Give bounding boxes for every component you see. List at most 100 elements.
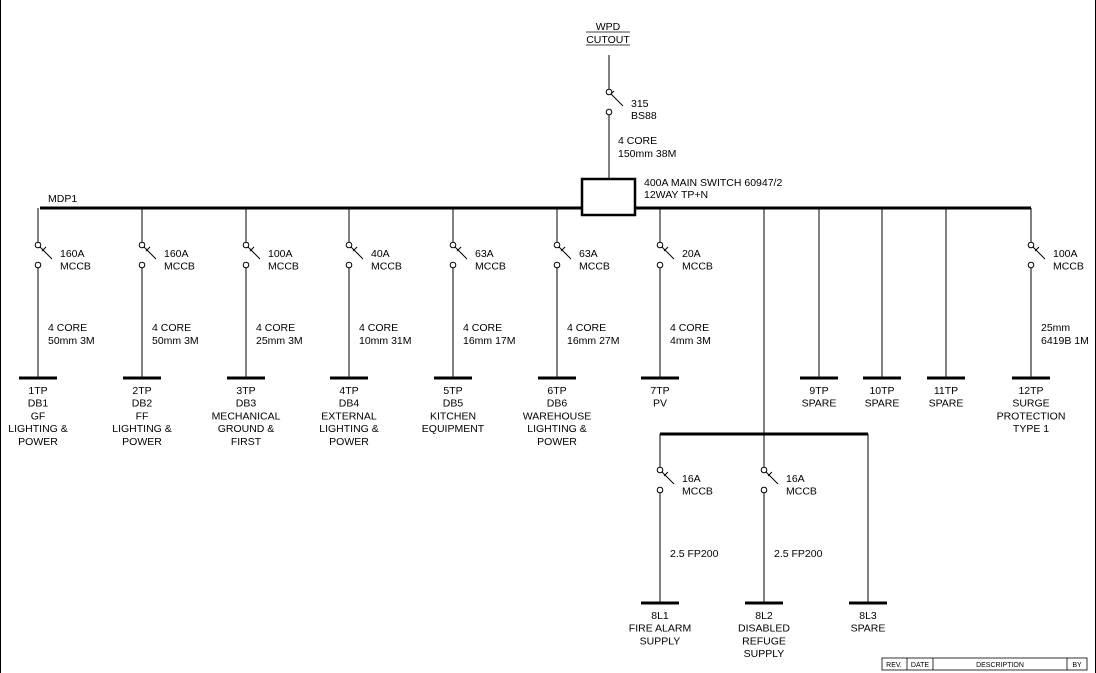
breaker-blade — [1032, 246, 1046, 260]
board-label-text: DB5 — [443, 398, 464, 410]
rev-header: REV. — [886, 662, 902, 669]
cable-spec-text: 16mm 27M — [567, 335, 620, 347]
breaker-contact-top — [34, 241, 42, 249]
cable-spec-text: 4 CORE — [152, 322, 191, 334]
breaker-contact-bottom — [345, 261, 353, 269]
board-label-text: 6TP — [547, 385, 566, 397]
supply-label-line2: CUTOUT — [586, 34, 630, 46]
breaker-tick — [456, 246, 462, 252]
board-label-text: POWER — [122, 436, 162, 448]
board-label-text: TYPE 1 — [1013, 423, 1049, 435]
main-switch-line1: 400A MAIN SWITCH 60947/2 — [644, 177, 782, 189]
breaker-contact-bottom — [138, 261, 146, 269]
by-header: BY — [1072, 662, 1082, 669]
cable-spec-text: 4 CORE — [670, 322, 709, 334]
breaker-rating-text: MCCB — [60, 261, 91, 273]
board-label-text: 3TP — [236, 385, 255, 397]
board-label-text: FF — [136, 410, 149, 422]
breaker-rating-text: MCCB — [682, 261, 713, 273]
breaker-contact-bottom — [553, 261, 561, 269]
cable-spec-text: 50mm 3M — [152, 335, 199, 347]
breaker-blade — [661, 246, 675, 260]
main-cable-line1: 4 CORE — [618, 135, 657, 147]
board-label-text: 10TP — [869, 385, 894, 397]
board-label-text: 5TP — [443, 385, 462, 397]
breaker-contact-bottom — [449, 261, 457, 269]
supply-label-line1: WPD — [596, 21, 621, 33]
breaker-contact-top — [138, 241, 146, 249]
breaker-rating-text: MCCB — [579, 261, 610, 273]
breaker-rating-text: 16A — [786, 473, 805, 485]
breaker-contact-top — [242, 241, 250, 249]
breaker-rating-text: 63A — [475, 248, 494, 260]
breaker-contact-top — [1027, 241, 1035, 249]
breaker-tick — [41, 246, 47, 252]
main-fuse-type: BS88 — [631, 110, 657, 122]
breaker-rating-text: MCCB — [371, 261, 402, 273]
board-label-text: KITCHEN — [430, 410, 476, 422]
cable-spec-text: 4 CORE — [256, 322, 295, 334]
breaker-contact-top — [345, 241, 353, 249]
breaker-contact-top — [449, 241, 457, 249]
breaker-rating-text: MCCB — [475, 261, 506, 273]
board-label-text: POWER — [329, 436, 369, 448]
breaker-rating-text: MCCB — [682, 486, 713, 498]
date-header: DATE — [911, 662, 929, 669]
board-label-text: DB6 — [547, 398, 568, 410]
revision-table: REV. DATE DESCRIPTION BY — [881, 657, 1088, 671]
breaker-rating-text: MCCB — [786, 486, 817, 498]
breaker-tick — [145, 246, 151, 252]
description-header: DESCRIPTION — [976, 662, 1024, 669]
cable-spec-text: 6419B 1M — [1041, 335, 1089, 347]
board-label-text: LIGHTING & — [527, 423, 587, 435]
cable-spec-text: 2.5 FP200 — [670, 548, 719, 560]
cable-spec-text: 4mm 3M — [670, 335, 711, 347]
board-label-text: EXTERNAL — [321, 410, 377, 422]
breaker-blade — [454, 246, 468, 260]
board-label-text: SPARE — [802, 398, 837, 410]
board-label-text: FIRE ALARM — [629, 623, 691, 635]
cable-spec-text: 16mm 17M — [463, 335, 516, 347]
breaker-rating-text: 100A — [1053, 248, 1078, 260]
breaker-rating-text: 20A — [682, 248, 701, 260]
board-label-text: DB2 — [132, 398, 153, 410]
board-label-text: 12TP — [1018, 385, 1043, 397]
breaker-rating-text: 63A — [579, 248, 598, 260]
board-label-text: LIGHTING & — [8, 423, 68, 435]
breaker-contact-bottom — [1027, 261, 1035, 269]
breaker-rating-text: 100A — [268, 248, 293, 260]
breaker-contact-bottom — [656, 486, 664, 494]
breaker-rating-text: 160A — [164, 248, 189, 260]
board-label-text: SUPPLY — [640, 635, 681, 647]
board-label-text: 4TP — [339, 385, 358, 397]
breaker-contact-bottom — [656, 261, 664, 269]
board-label-text: SUPPLY — [744, 648, 785, 660]
breaker-blade — [558, 246, 572, 260]
breaker-tick — [663, 471, 669, 477]
breaker-tick — [767, 471, 773, 477]
board-label-text: 9TP — [809, 385, 828, 397]
board-label-text: POWER — [537, 436, 577, 448]
breaker-contact-top — [760, 466, 768, 474]
breaker-rating-text: 16A — [682, 473, 701, 485]
breaker-rating-text: 160A — [60, 248, 85, 260]
board-name: MDP1 — [48, 193, 77, 205]
main-switch-box — [580, 177, 637, 217]
cable-spec-text: 25mm — [1041, 322, 1070, 334]
breaker-blade — [247, 246, 261, 260]
board-label-text: 1TP — [28, 385, 47, 397]
board-label-text: GF — [31, 410, 46, 422]
board-label-text: SURGE — [1012, 398, 1049, 410]
board-label-text: SPARE — [865, 398, 900, 410]
board-label-text: DB3 — [236, 398, 257, 410]
